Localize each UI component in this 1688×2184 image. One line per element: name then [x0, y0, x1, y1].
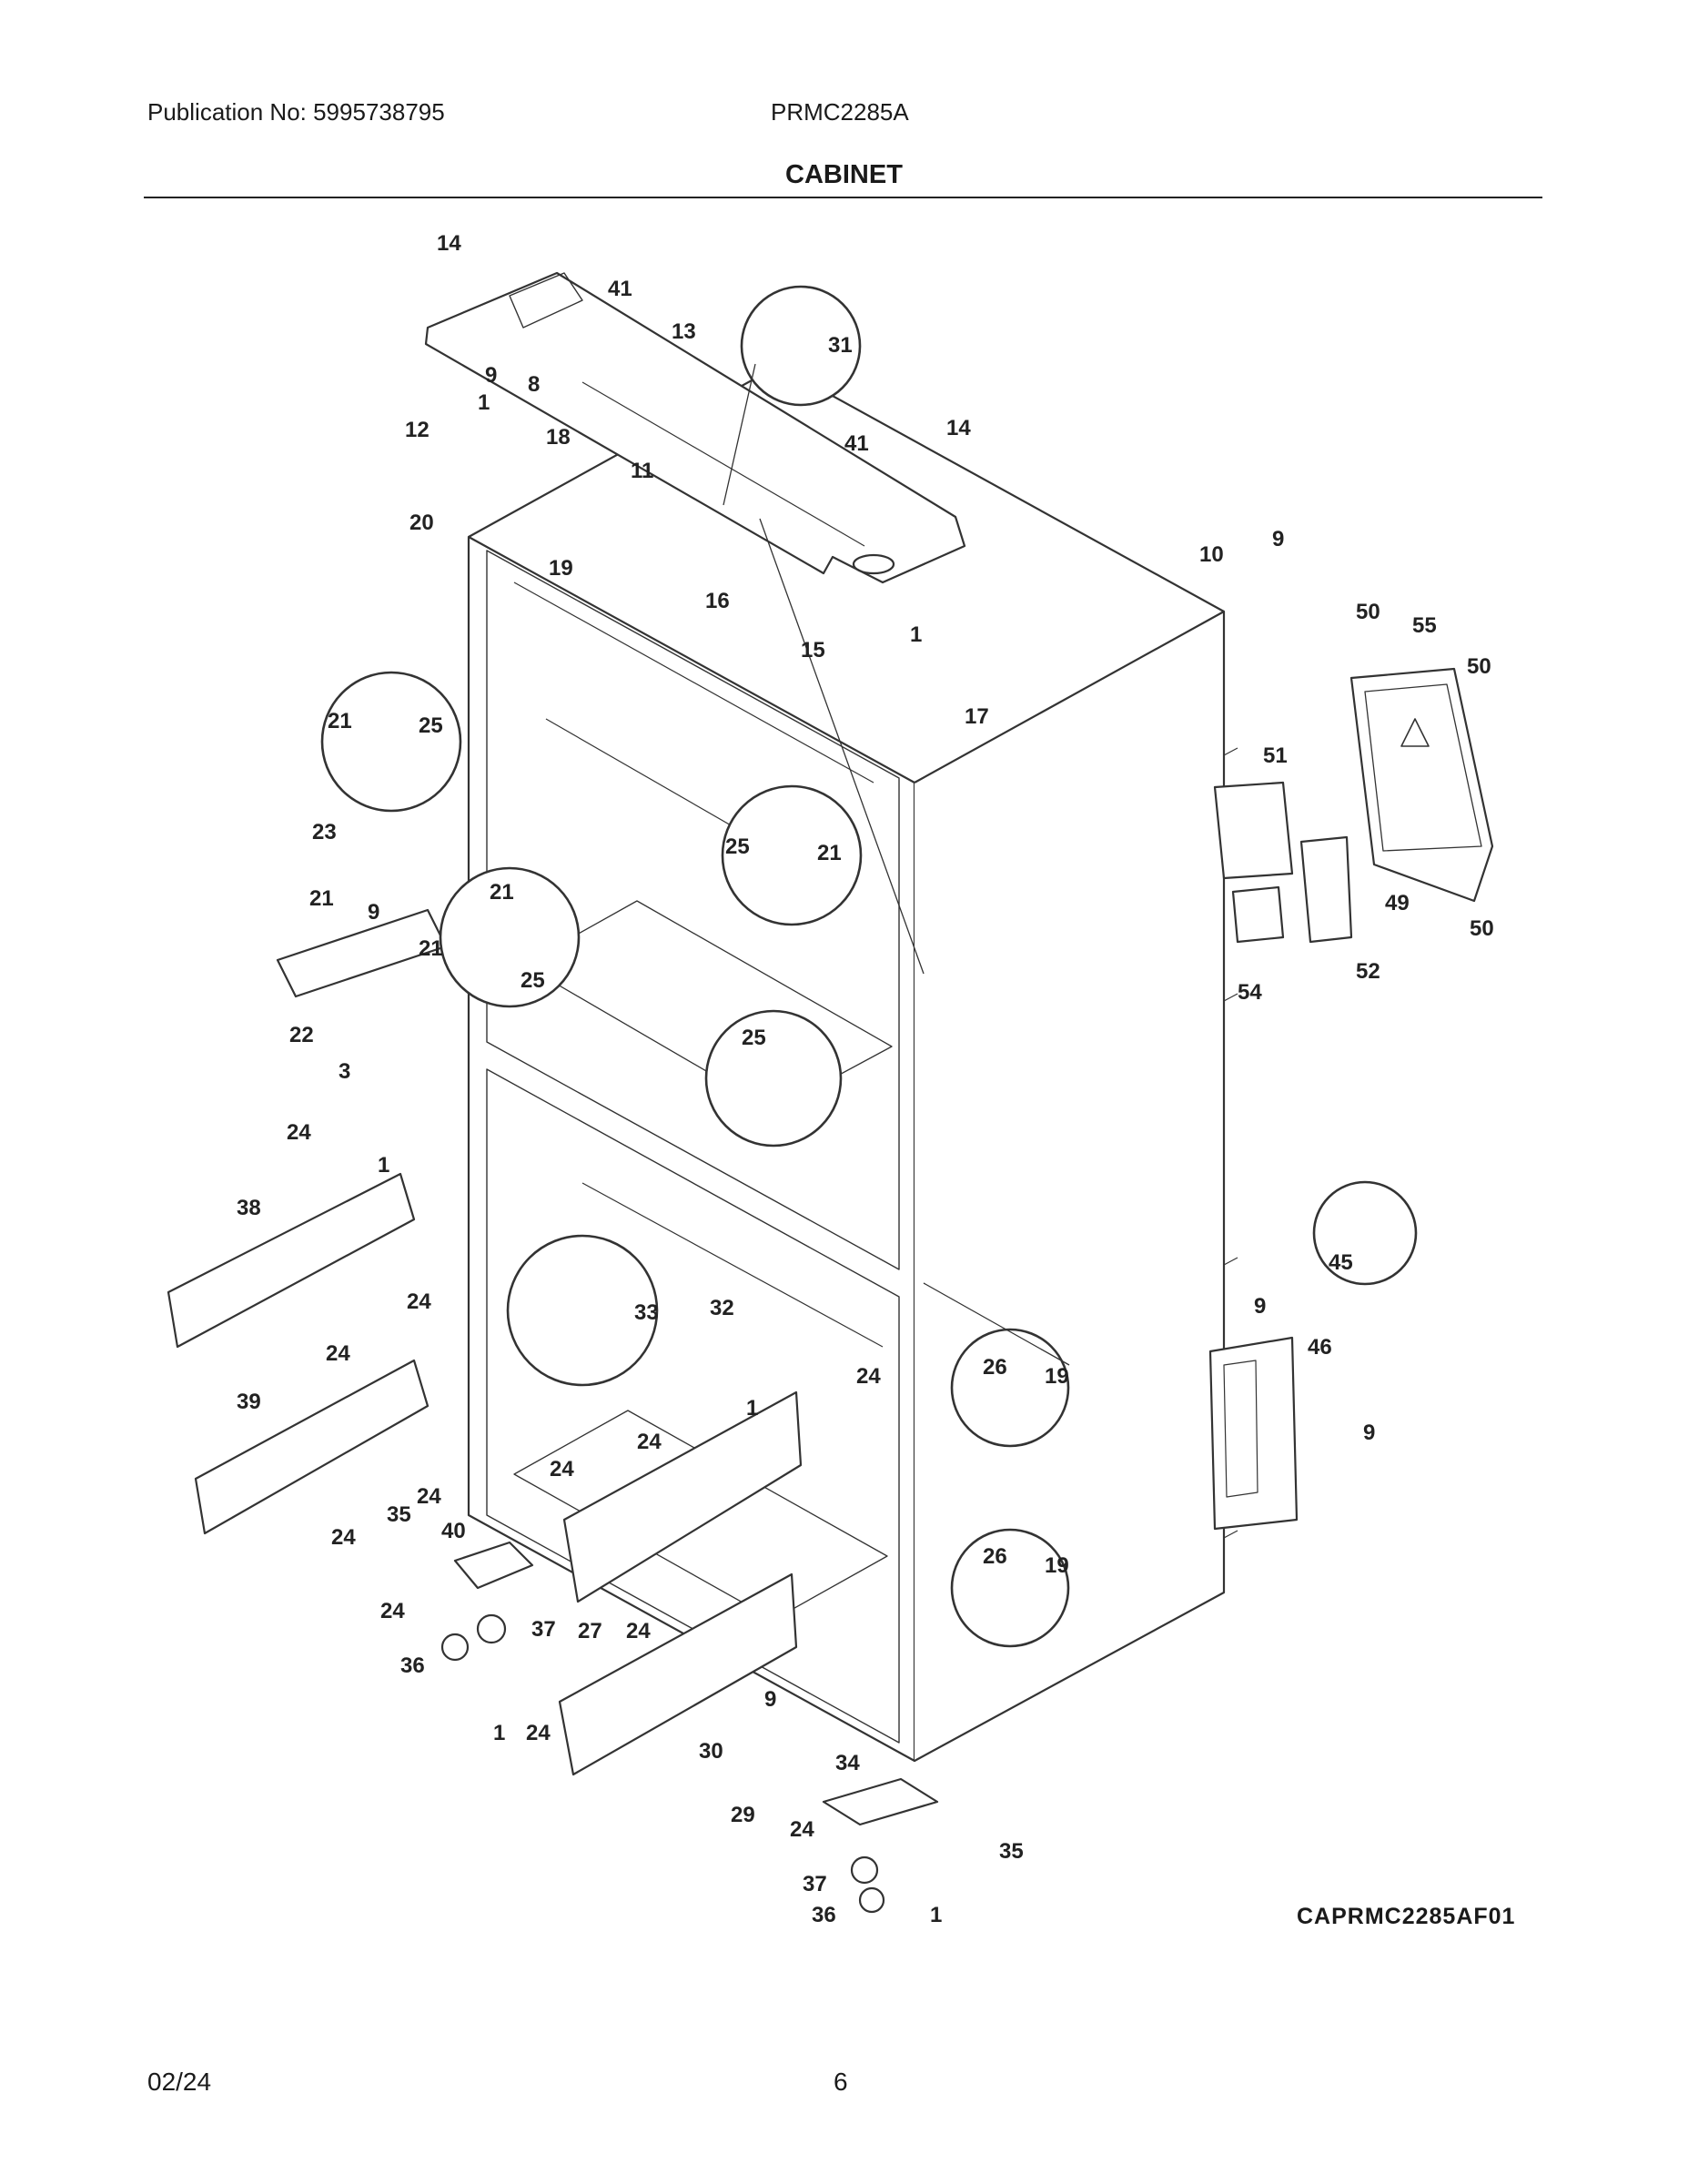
detail-callout-circles	[320, 285, 1418, 1648]
callout-49: 49	[1385, 891, 1410, 915]
callout-19: 19	[1045, 1553, 1069, 1578]
callout-27: 27	[578, 1619, 602, 1643]
callout-17: 17	[965, 704, 989, 729]
callout-3: 3	[339, 1059, 350, 1084]
callout-36: 36	[812, 1903, 836, 1927]
callout-19: 19	[549, 556, 573, 581]
callout-46: 46	[1308, 1335, 1332, 1360]
callout-1: 1	[378, 1153, 389, 1178]
control-boards	[1213, 781, 1353, 944]
callout-26: 26	[983, 1355, 1007, 1380]
side-rails	[167, 908, 448, 1535]
callout-9: 9	[485, 363, 497, 388]
callout-24: 24	[380, 1599, 405, 1623]
callout-24: 24	[626, 1619, 651, 1643]
callout-50: 50	[1356, 600, 1380, 624]
callout-21: 21	[328, 709, 352, 733]
model-number: PRMC2285A	[771, 98, 909, 126]
callout-50: 50	[1467, 654, 1491, 679]
control-board-cover	[1349, 667, 1494, 903]
callout-45: 45	[1329, 1250, 1353, 1275]
page-title: CABINET	[785, 160, 903, 189]
callout-1: 1	[910, 622, 922, 647]
callout-52: 52	[1356, 959, 1380, 984]
callout-35: 35	[999, 1839, 1024, 1864]
callout-41: 41	[608, 277, 632, 301]
callout-24: 24	[326, 1341, 350, 1366]
top-hinge-cover	[424, 271, 966, 584]
callout-24: 24	[287, 1120, 311, 1145]
callout-9: 9	[368, 900, 379, 925]
header-divider	[144, 197, 1542, 198]
footer-date: 02/24	[147, 2068, 212, 2096]
callout-13: 13	[672, 319, 696, 344]
callout-38: 38	[237, 1196, 261, 1220]
callout-24: 24	[637, 1430, 662, 1454]
callout-36: 36	[400, 1653, 425, 1678]
callout-25: 25	[725, 834, 750, 859]
callout-25: 25	[521, 968, 545, 993]
callout-15: 15	[801, 638, 825, 662]
callout-33: 33	[634, 1300, 659, 1325]
callout-1: 1	[930, 1903, 942, 1927]
callout-21: 21	[490, 880, 514, 905]
callout-29: 29	[731, 1803, 755, 1827]
callout-54: 54	[1238, 980, 1262, 1005]
callout-39: 39	[237, 1390, 261, 1414]
callout-23: 23	[312, 820, 337, 844]
callout-16: 16	[705, 589, 730, 613]
callout-21: 21	[817, 841, 842, 865]
callout-40: 40	[441, 1519, 466, 1543]
callout-21: 21	[419, 936, 443, 961]
callout-10: 10	[1199, 542, 1224, 567]
callout-labels: 14 41 13 31 9 8 1 12 18 11 41 14 20 19 1…	[237, 231, 1494, 1927]
callout-12: 12	[405, 418, 430, 442]
figure-code: CAPRMC2285AF01	[1297, 1904, 1516, 1929]
callout-25: 25	[742, 1026, 766, 1050]
callout-35: 35	[387, 1502, 411, 1527]
callout-50: 50	[1470, 916, 1494, 941]
callout-9: 9	[764, 1687, 776, 1712]
publication-number: Publication No: 5995738795	[147, 98, 445, 126]
callout-11: 11	[631, 459, 653, 483]
callout-8: 8	[528, 372, 540, 397]
callout-24: 24	[417, 1484, 441, 1509]
callout-55: 55	[1412, 613, 1437, 638]
callout-30: 30	[699, 1739, 723, 1764]
callout-24: 24	[790, 1817, 814, 1842]
callout-9: 9	[1254, 1294, 1266, 1319]
callout-1: 1	[746, 1396, 758, 1421]
callout-1: 1	[493, 1721, 505, 1745]
callout-21: 21	[309, 886, 334, 911]
callout-20: 20	[409, 511, 434, 535]
callout-22: 22	[289, 1023, 314, 1047]
callout-24: 24	[407, 1289, 431, 1314]
callout-51: 51	[1263, 743, 1288, 768]
callout-24: 24	[550, 1457, 574, 1481]
callout-14: 14	[946, 416, 971, 440]
callout-18: 18	[546, 425, 571, 450]
callout-37: 37	[531, 1617, 556, 1642]
leveler-brackets	[440, 1541, 939, 1914]
callout-24: 24	[526, 1721, 551, 1745]
page-number: 6	[834, 2068, 848, 2096]
drawer-slides	[558, 1390, 803, 1776]
callout-24: 24	[856, 1364, 881, 1389]
callout-26: 26	[983, 1544, 1007, 1569]
callout-31: 31	[828, 333, 853, 358]
callout-32: 32	[710, 1296, 734, 1320]
callout-14: 14	[437, 231, 461, 256]
callout-34: 34	[835, 1751, 860, 1775]
callout-41: 41	[844, 431, 869, 456]
callout-37: 37	[803, 1872, 827, 1896]
callout-24: 24	[331, 1525, 356, 1550]
callout-25: 25	[419, 713, 443, 738]
callout-19: 19	[1045, 1364, 1069, 1389]
rear-access-panel	[1208, 1336, 1299, 1531]
callout-1: 1	[478, 390, 490, 415]
callout-9: 9	[1363, 1421, 1375, 1445]
callout-9: 9	[1272, 527, 1284, 551]
